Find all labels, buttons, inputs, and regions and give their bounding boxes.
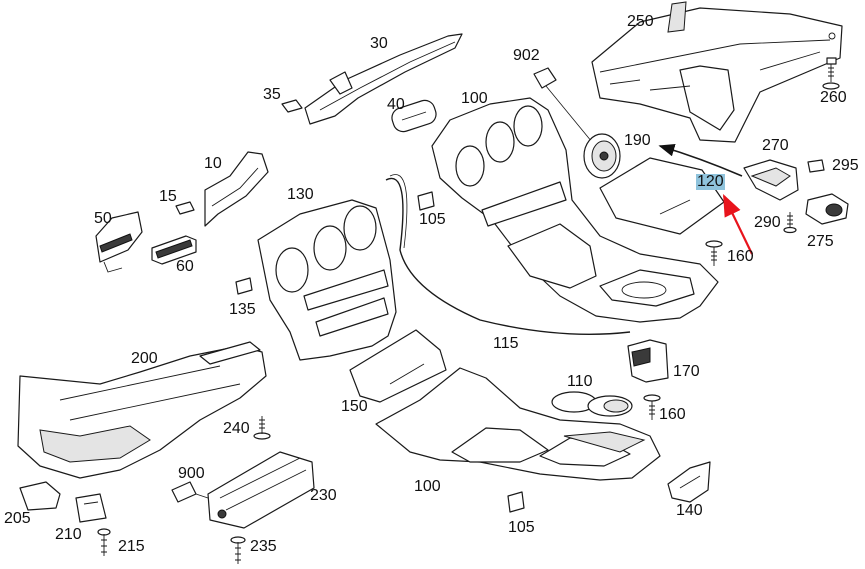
callout-295: 295 <box>832 157 859 174</box>
callout-270: 270 <box>762 137 789 154</box>
callout-902: 902 <box>513 47 540 64</box>
callout-260: 260 <box>820 89 847 106</box>
part-35-clip <box>281 99 303 113</box>
part-15-clip <box>175 201 195 215</box>
part-200-bracket <box>17 341 267 479</box>
callout-290: 290 <box>754 214 781 231</box>
callout-900: 900 <box>178 465 205 482</box>
part-105-clip-upper <box>417 191 435 211</box>
callout-15: 15 <box>159 188 177 205</box>
part-135-clip <box>235 277 253 295</box>
part-120-storage-cover <box>599 157 725 235</box>
part-250-armrest-cover <box>591 1 843 143</box>
callout-235: 235 <box>250 538 277 555</box>
callout-50: 50 <box>94 210 112 227</box>
callout-110: 110 <box>567 373 593 390</box>
part-240-screw <box>253 416 271 440</box>
part-275-socket <box>805 193 849 225</box>
part-902-clip <box>533 67 593 143</box>
part-215-screw <box>97 528 111 556</box>
callout-130: 130 <box>287 186 314 203</box>
callout-215: 215 <box>118 538 145 555</box>
callout-250: 250 <box>627 13 654 30</box>
part-210-clip <box>75 493 107 523</box>
part-10-side-trim <box>204 151 269 227</box>
part-170-bracket <box>627 339 669 383</box>
callout-160-lower: 160 <box>659 406 686 423</box>
callout-190: 190 <box>624 132 651 149</box>
callout-205: 205 <box>4 510 31 527</box>
part-270-handle <box>743 159 799 201</box>
callout-135: 135 <box>229 301 256 318</box>
callout-60: 60 <box>176 258 194 275</box>
part-290-screw <box>783 212 797 234</box>
part-100-lower-console <box>375 367 661 481</box>
arrow-190 <box>658 144 743 177</box>
callout-150: 150 <box>341 398 368 415</box>
part-230-control-module <box>207 451 315 529</box>
part-140-bracket <box>667 461 711 503</box>
callout-275: 275 <box>807 233 834 250</box>
part-50-switch-panel <box>95 211 143 273</box>
callout-10: 10 <box>204 155 222 172</box>
highlight-arrow-120 <box>723 194 753 255</box>
part-30-trim-strip <box>304 33 463 125</box>
callout-160-upper: 160 <box>727 248 754 265</box>
part-235-screw <box>230 536 246 564</box>
part-205-bracket <box>19 481 61 511</box>
callout-105-lower: 105 <box>508 519 535 536</box>
part-160-screw-lower <box>643 394 661 420</box>
callout-200: 200 <box>131 350 158 367</box>
part-100-upper-console <box>431 97 719 323</box>
callout-35: 35 <box>263 86 281 103</box>
part-150-panel <box>349 329 447 403</box>
callout-30: 30 <box>370 35 388 52</box>
part-60-switch <box>151 235 197 265</box>
callout-40: 40 <box>387 96 405 113</box>
callout-100-lower: 100 <box>414 478 441 495</box>
callout-240: 240 <box>223 420 250 437</box>
callout-230: 230 <box>310 487 337 504</box>
part-260-screw <box>822 57 840 90</box>
part-130-vent-frame <box>257 199 397 361</box>
part-190-air-vent <box>583 133 621 179</box>
callout-210: 210 <box>55 526 82 543</box>
callout-170: 170 <box>673 363 700 380</box>
part-40-emblem <box>391 99 437 133</box>
callout-115: 115 <box>493 335 519 352</box>
callout-120-highlighted: 120 <box>696 173 725 190</box>
part-160-screw-upper <box>705 240 723 266</box>
part-900-clip <box>171 481 215 503</box>
part-295-clip <box>807 159 825 173</box>
callout-105-upper: 105 <box>419 211 446 228</box>
callout-100-upper: 100 <box>461 90 488 107</box>
part-115-cable <box>385 174 631 335</box>
callout-140: 140 <box>676 502 703 519</box>
part-105-clip-lower <box>507 491 525 513</box>
part-110-cupholder-rings <box>551 391 633 417</box>
